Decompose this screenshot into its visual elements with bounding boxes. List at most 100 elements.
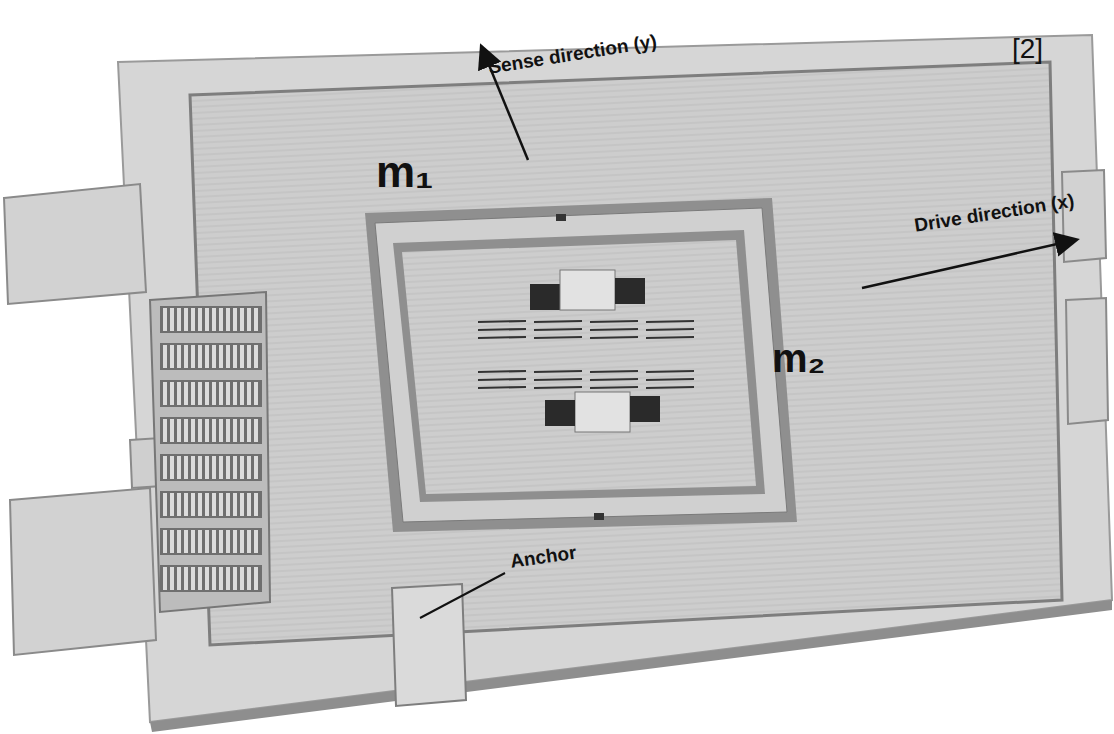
comb-finger (233, 382, 237, 405)
comb-finger (233, 493, 237, 516)
comb-finger (163, 567, 167, 590)
comb-finger (219, 382, 223, 405)
comb-finger (226, 456, 230, 479)
comb-finger (191, 345, 195, 368)
comb-finger (212, 308, 216, 331)
finger (478, 329, 526, 330)
finger (590, 371, 638, 372)
etch-hole (615, 278, 645, 304)
comb-finger (254, 308, 258, 331)
comb-finger (177, 530, 181, 553)
finger (478, 337, 526, 338)
pad (1066, 298, 1108, 424)
mass-label: m₂ (772, 336, 825, 380)
outer-mass (190, 62, 1062, 645)
finger (478, 387, 526, 388)
comb-finger (212, 382, 216, 405)
comb-finger (247, 308, 251, 331)
comb-finger (212, 493, 216, 516)
comb-finger (184, 382, 188, 405)
finger (534, 337, 582, 338)
comb-finger (240, 567, 244, 590)
comb-finger (198, 345, 202, 368)
comb-finger (212, 456, 216, 479)
comb-finger (219, 493, 223, 516)
comb-finger (219, 530, 223, 553)
comb-finger (184, 567, 188, 590)
comb-finger (184, 308, 188, 331)
comb-finger (163, 345, 167, 368)
comb-finger (205, 493, 209, 516)
comb-finger (170, 530, 174, 553)
comb-finger (226, 308, 230, 331)
comb-finger (247, 530, 251, 553)
spring (594, 513, 604, 520)
etch-hole (530, 284, 560, 310)
comb-finger (212, 345, 216, 368)
citation-number: [2] (1012, 34, 1043, 65)
comb-finger (198, 382, 202, 405)
comb-finger (254, 345, 258, 368)
comb-row (160, 306, 262, 333)
comb-finger (177, 308, 181, 331)
comb-finger (226, 419, 230, 442)
etch-hole (630, 396, 660, 422)
comb-row (160, 343, 262, 370)
comb-finger (254, 567, 258, 590)
finger (646, 371, 694, 372)
comb-finger (205, 382, 209, 405)
comb-finger (205, 308, 209, 331)
finger (534, 371, 582, 372)
comb-finger (219, 419, 223, 442)
finger (646, 337, 694, 338)
comb-finger (254, 530, 258, 553)
comb-finger (219, 567, 223, 590)
trench (365, 198, 797, 532)
comb-finger (184, 530, 188, 553)
comb-finger (226, 530, 230, 553)
finger (590, 329, 638, 330)
comb-row (160, 454, 262, 481)
comb-finger (177, 345, 181, 368)
comb-finger (205, 530, 209, 553)
comb-finger (254, 456, 258, 479)
pad (4, 184, 146, 304)
comb-finger (191, 493, 195, 516)
mass-label: m₁ (376, 148, 433, 196)
finger (646, 329, 694, 330)
sense-anchor (575, 392, 630, 432)
comb-finger (205, 345, 209, 368)
comb-finger (240, 493, 244, 516)
sense-anchor (560, 270, 615, 310)
comb-finger (163, 530, 167, 553)
comb-finger (163, 456, 167, 479)
comb-finger (184, 419, 188, 442)
finger (646, 379, 694, 380)
comb-finger (191, 308, 195, 331)
comb-finger (247, 382, 251, 405)
comb-finger (233, 530, 237, 553)
comb-finger (198, 456, 202, 479)
comb-finger (184, 345, 188, 368)
comb-finger (177, 456, 181, 479)
comb-finger (170, 493, 174, 516)
comb-row (160, 380, 262, 407)
inner-mass (402, 240, 756, 494)
comb-finger (219, 345, 223, 368)
comb-finger (163, 493, 167, 516)
comb-finger (170, 567, 174, 590)
comb-finger (219, 456, 223, 479)
comb-finger (163, 419, 167, 442)
comb-finger (177, 419, 181, 442)
comb-finger (205, 567, 209, 590)
finger (590, 387, 638, 388)
etch-hole (545, 400, 575, 426)
comb-row (160, 528, 262, 555)
comb-finger (226, 345, 230, 368)
comb-row (160, 417, 262, 444)
finger (534, 387, 582, 388)
comb-finger (198, 493, 202, 516)
comb-finger (198, 530, 202, 553)
anchor-pad (392, 584, 466, 706)
